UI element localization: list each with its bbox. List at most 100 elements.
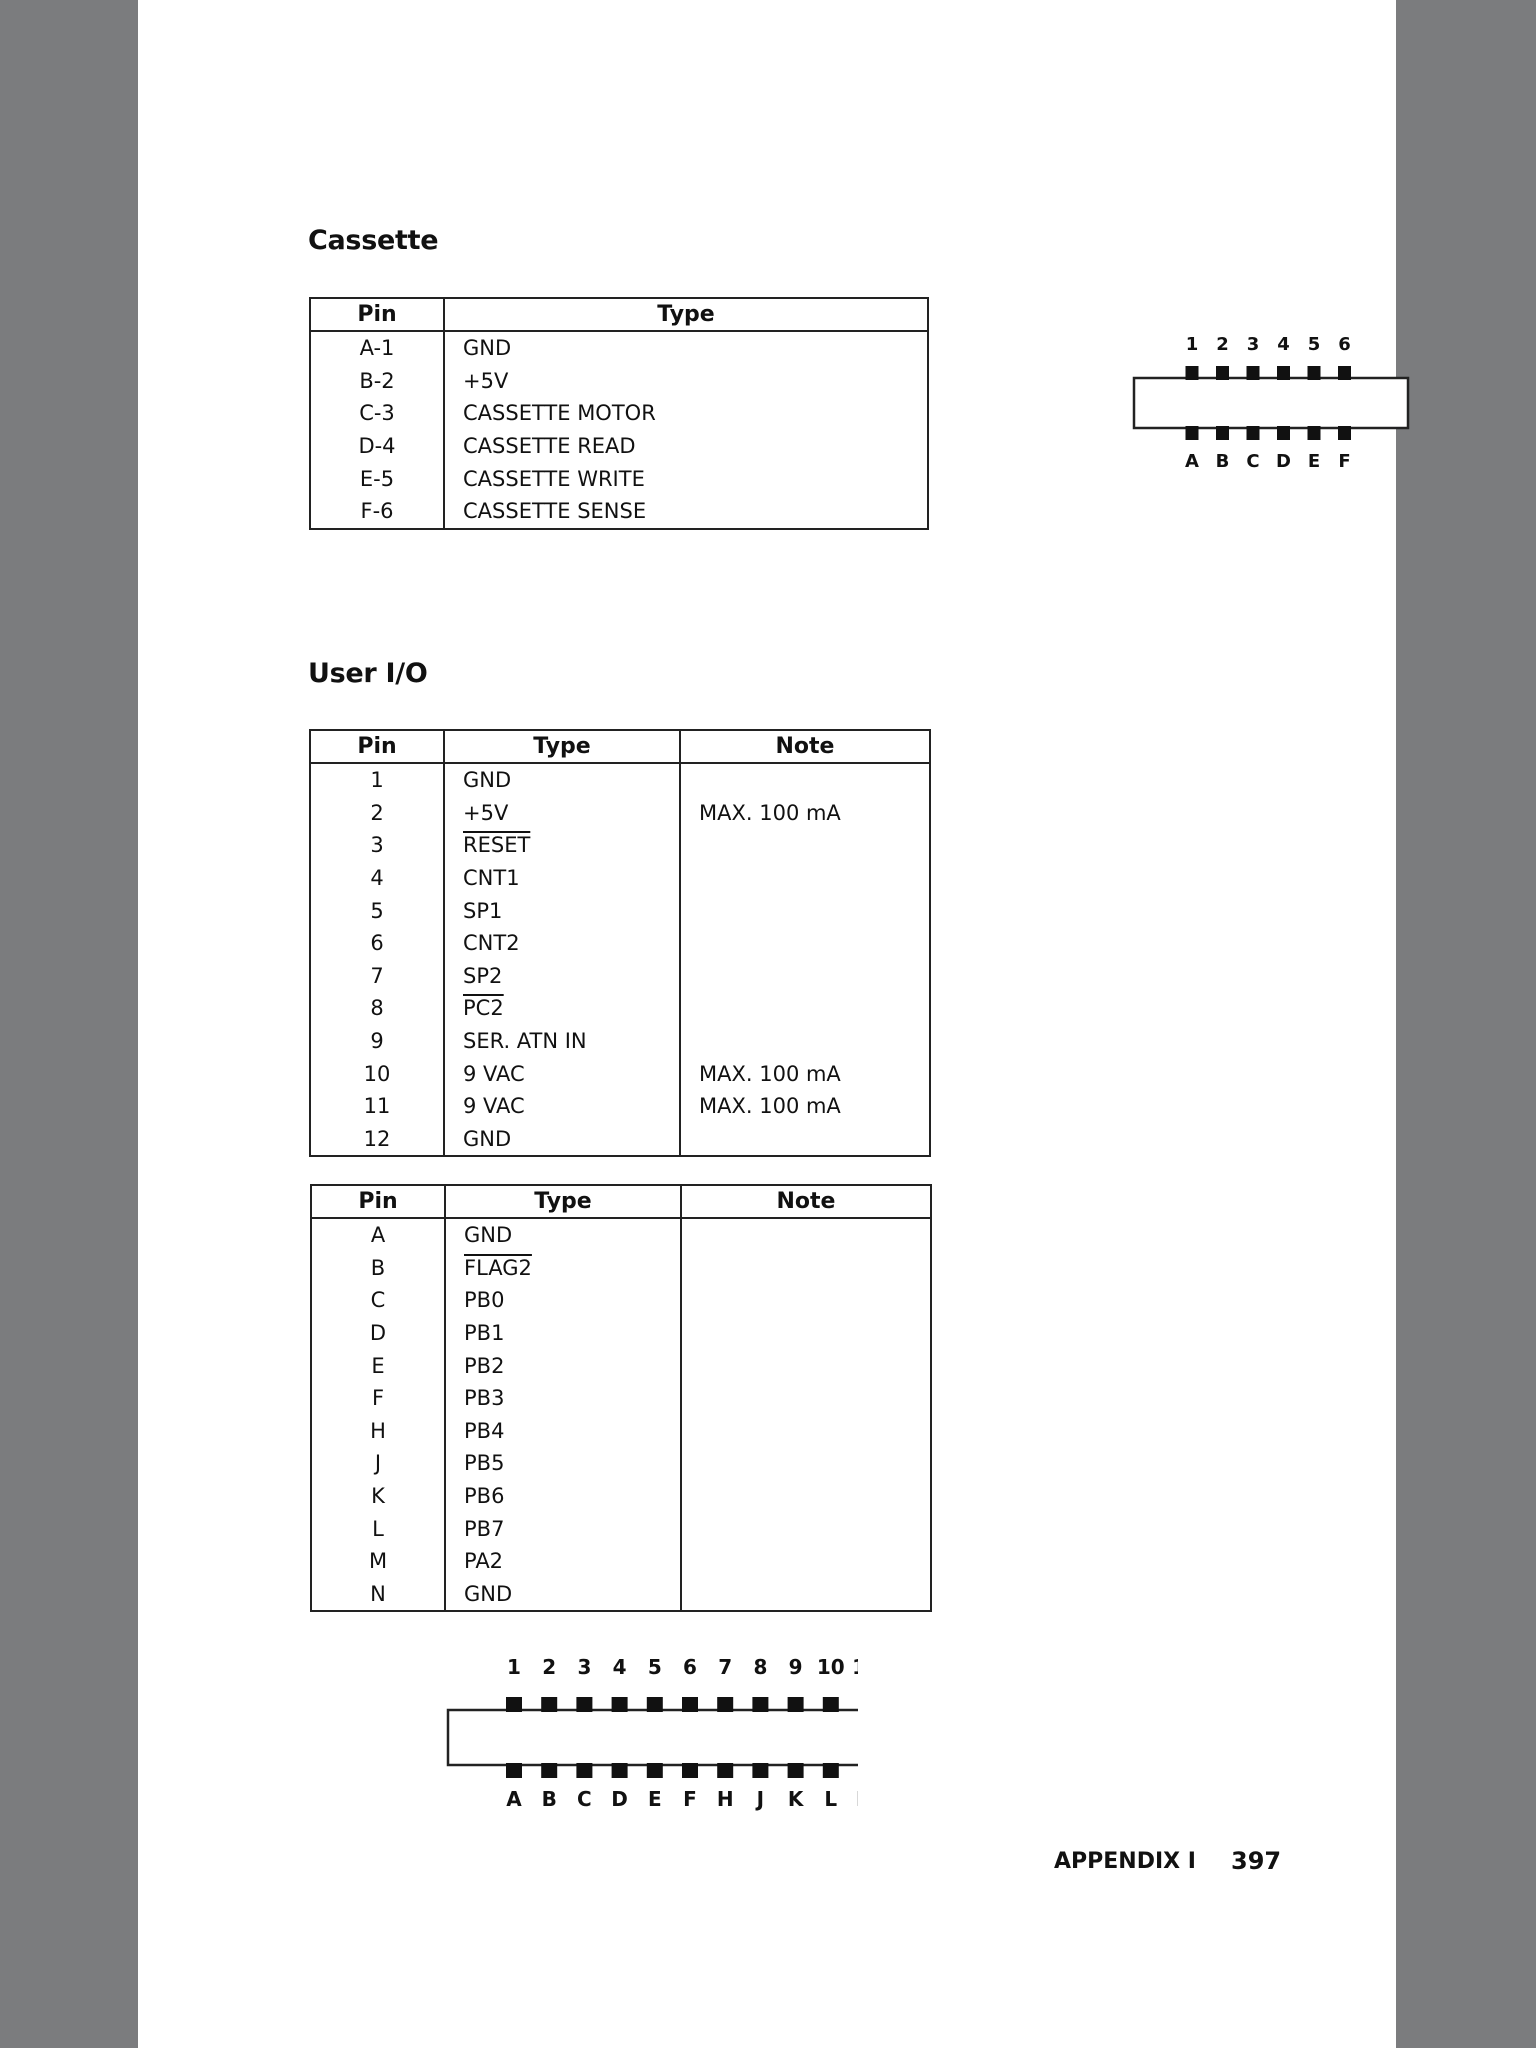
type-cell: GND xyxy=(444,1577,681,1612)
note-cell xyxy=(680,1251,931,1285)
signal-name: CNT2 xyxy=(463,931,520,956)
page-number: 397 xyxy=(1231,1847,1282,1875)
pin-cell: F-6 xyxy=(360,499,394,524)
pin-cell: E xyxy=(371,1353,385,1378)
connector-body xyxy=(446,1708,858,1767)
type-cell: 9 VAC xyxy=(443,1089,680,1123)
bottom-contact-pad xyxy=(822,1763,839,1778)
top-pin-label: 2 xyxy=(542,1655,556,1679)
top-contact-pad xyxy=(787,1697,804,1712)
pin-cell: 7 xyxy=(370,963,384,988)
type-cell: PB5 xyxy=(444,1447,681,1480)
top-pin-label: 1 xyxy=(507,1655,521,1679)
type-cell: SP2 xyxy=(443,959,680,993)
top-pin-label: 4 xyxy=(1277,334,1290,355)
pin-cell: 1 xyxy=(370,768,384,793)
top-pin-label: 1 xyxy=(1186,334,1199,355)
signal-name: PC2 xyxy=(463,996,504,1021)
signal-name: PB2 xyxy=(464,1353,505,1378)
type-cell: GND xyxy=(444,1218,681,1252)
note-column-header: Note xyxy=(679,730,930,764)
pin-cell: C xyxy=(370,1288,386,1313)
top-pin-label: 6 xyxy=(683,1655,697,1679)
bottom-contact-pad xyxy=(682,1763,698,1778)
note-cell xyxy=(680,1316,931,1350)
table-row: J PB5 xyxy=(311,1447,931,1480)
bottom-pin-label: E xyxy=(648,1787,662,1811)
note-cell xyxy=(679,1024,930,1058)
pin-cell: 2 xyxy=(370,800,384,825)
signal-name: FLAG2 xyxy=(464,1255,532,1280)
bottom-pin-label: M xyxy=(856,1787,858,1811)
bottom-pin-label: B xyxy=(542,1787,557,1811)
signal-name: +5V xyxy=(463,800,509,825)
type-cell: PC2 xyxy=(443,992,680,1025)
signal-name: 9 VAC xyxy=(463,1061,525,1086)
note-cell xyxy=(679,926,930,960)
type-cell: 9 VAC xyxy=(443,1057,680,1090)
signal-name: +5V xyxy=(463,368,509,393)
signal-name: RESET xyxy=(463,833,531,858)
pin-cell: A-1 xyxy=(359,336,395,361)
top-contact-pad xyxy=(1277,366,1290,380)
top-pin-label: 2 xyxy=(1216,334,1229,355)
top-pin-label: 8 xyxy=(753,1655,767,1679)
signal-name: CASSETTE WRITE xyxy=(463,466,645,491)
type-cell: PB1 xyxy=(444,1316,681,1350)
pin-cell: L xyxy=(372,1516,384,1541)
type-cell: CASSETTE MOTOR xyxy=(443,397,928,430)
bottom-pin-label: F xyxy=(683,1787,697,1811)
top-contact-pad xyxy=(1216,366,1229,380)
bottom-contact-pad xyxy=(1216,426,1229,440)
type-cell: CASSETTE WRITE xyxy=(443,462,928,495)
appendix-label: APPENDIX I xyxy=(1054,1849,1196,1874)
pin-column-header: Pin xyxy=(311,1185,445,1219)
table-row: F-6 CASSETTE SENSE xyxy=(310,494,928,529)
pin-cell: 6 xyxy=(370,931,384,956)
pin-column-header: Pin xyxy=(310,298,444,332)
bottom-contact-pad xyxy=(541,1763,558,1778)
signal-name: CASSETTE SENSE xyxy=(463,499,647,524)
pin-cell: J xyxy=(374,1451,382,1476)
signal-name: PB0 xyxy=(464,1288,505,1313)
type-cell: GND xyxy=(443,763,680,797)
top-contact-pad xyxy=(1185,366,1199,380)
bottom-pin-label: L xyxy=(824,1787,837,1811)
note-cell xyxy=(680,1414,931,1448)
bottom-contact-pad xyxy=(1307,426,1321,440)
bottom-pin-label: K xyxy=(788,1787,805,1811)
signal-name: GND xyxy=(464,1581,513,1606)
pin-cell: 9 xyxy=(370,1029,384,1054)
top-contact-pad xyxy=(752,1697,769,1712)
note-cell: MAX. 100 mA xyxy=(679,1057,930,1090)
type-cell: CASSETTE READ xyxy=(443,429,928,463)
note-cell xyxy=(679,1122,930,1157)
note-cell xyxy=(679,763,930,797)
type-cell: FLAG2 xyxy=(444,1251,681,1285)
top-contact-pad xyxy=(506,1697,522,1712)
signal-name: PA2 xyxy=(464,1549,504,1574)
bottom-contact-pad xyxy=(1185,426,1199,440)
bottom-contact-pad xyxy=(576,1763,593,1778)
bottom-contact-pad xyxy=(1338,426,1351,440)
signal-name: PB3 xyxy=(464,1386,505,1411)
type-cell: CASSETTE SENSE xyxy=(443,494,928,529)
cassette-heading: Cassette xyxy=(308,225,439,256)
top-pin-label: 5 xyxy=(648,1655,662,1679)
pin-cell: 12 xyxy=(363,1126,391,1151)
type-cell: RESET xyxy=(443,829,680,862)
type-cell: CNT2 xyxy=(443,926,680,960)
pin-column-header: Pin xyxy=(310,730,444,764)
top-contact-pad xyxy=(646,1697,663,1712)
